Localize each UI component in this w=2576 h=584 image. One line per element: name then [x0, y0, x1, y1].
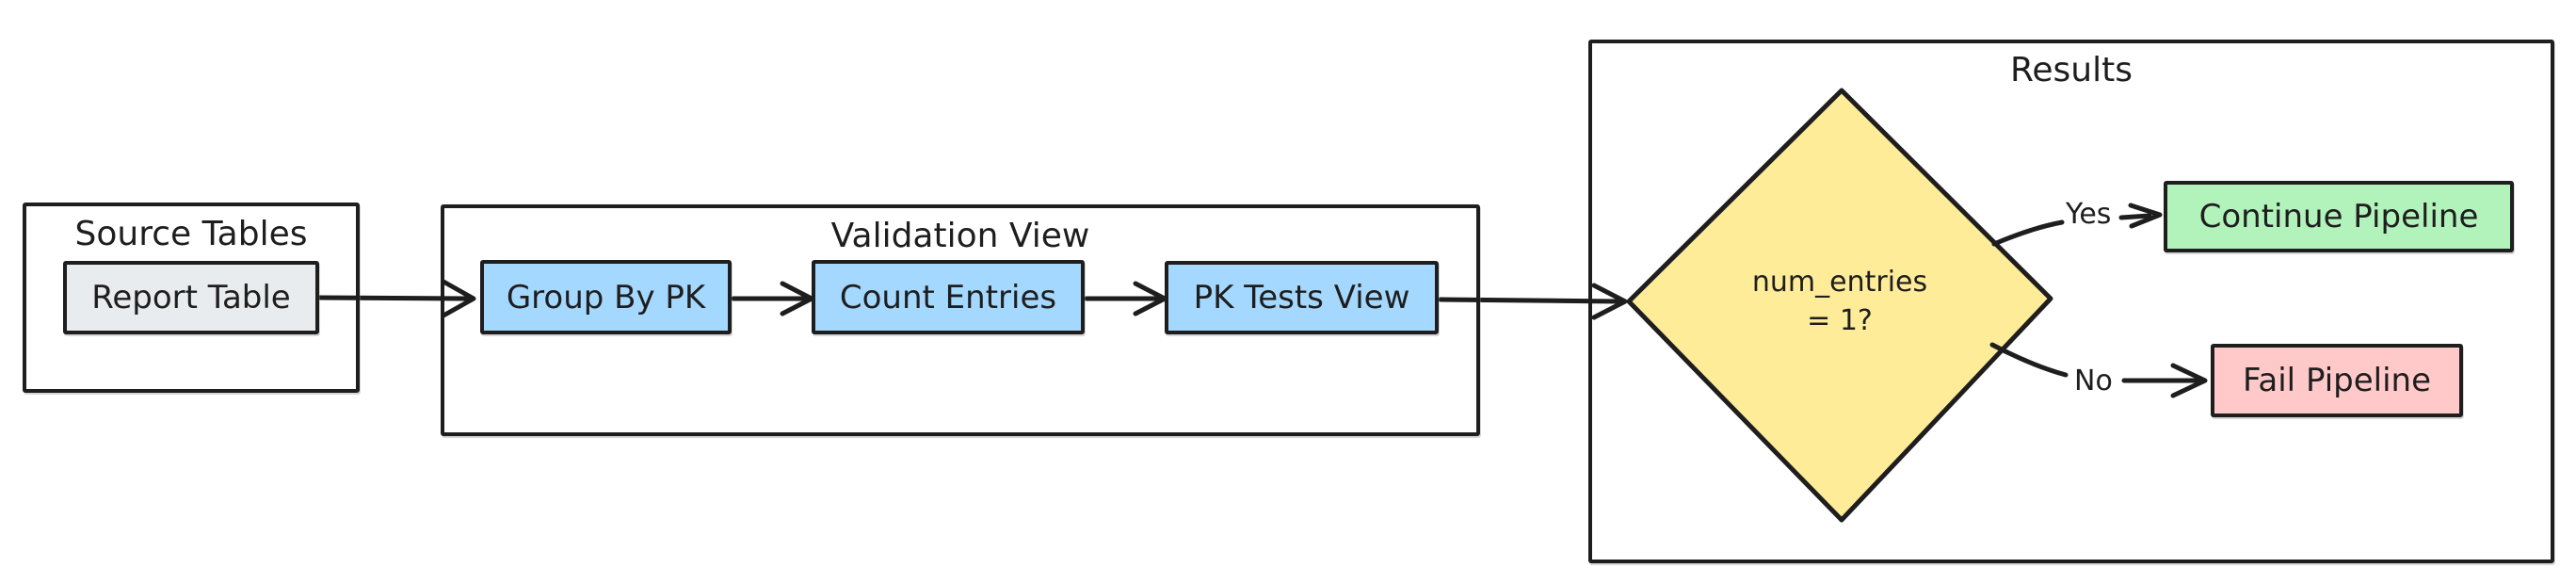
node-pk-tests-view-label: PK Tests View: [1193, 279, 1410, 316]
group-validation-view-title: Validation View: [830, 217, 1090, 255]
group-results-title: Results: [2010, 51, 2133, 89]
node-fail-pipeline: Fail Pipeline: [2211, 344, 2463, 417]
group-results: Results: [1588, 40, 2554, 563]
node-count-entries: Count Entries: [812, 260, 1085, 334]
node-group-by-pk: Group By PK: [480, 260, 732, 334]
node-report-table-label: Report Table: [91, 279, 291, 316]
group-validation-view: Validation View: [441, 204, 1480, 436]
edge-label-yes: Yes: [2066, 198, 2112, 231]
node-pk-tests-view: PK Tests View: [1165, 261, 1439, 334]
edge-label-no: No: [2074, 365, 2113, 397]
node-continue-pipeline: Continue Pipeline: [2164, 181, 2514, 252]
group-source-tables: Source Tables: [23, 203, 360, 393]
decision-label: num_entries = 1?: [1751, 266, 1928, 337]
node-count-entries-label: Count Entries: [839, 278, 1057, 316]
node-fail-pipeline-label: Fail Pipeline: [2242, 362, 2432, 399]
node-report-table: Report Table: [63, 261, 319, 334]
node-group-by-pk-label: Group By PK: [506, 278, 706, 316]
group-source-tables-title: Source Tables: [74, 215, 308, 253]
node-continue-pipeline-label: Continue Pipeline: [2198, 198, 2479, 235]
